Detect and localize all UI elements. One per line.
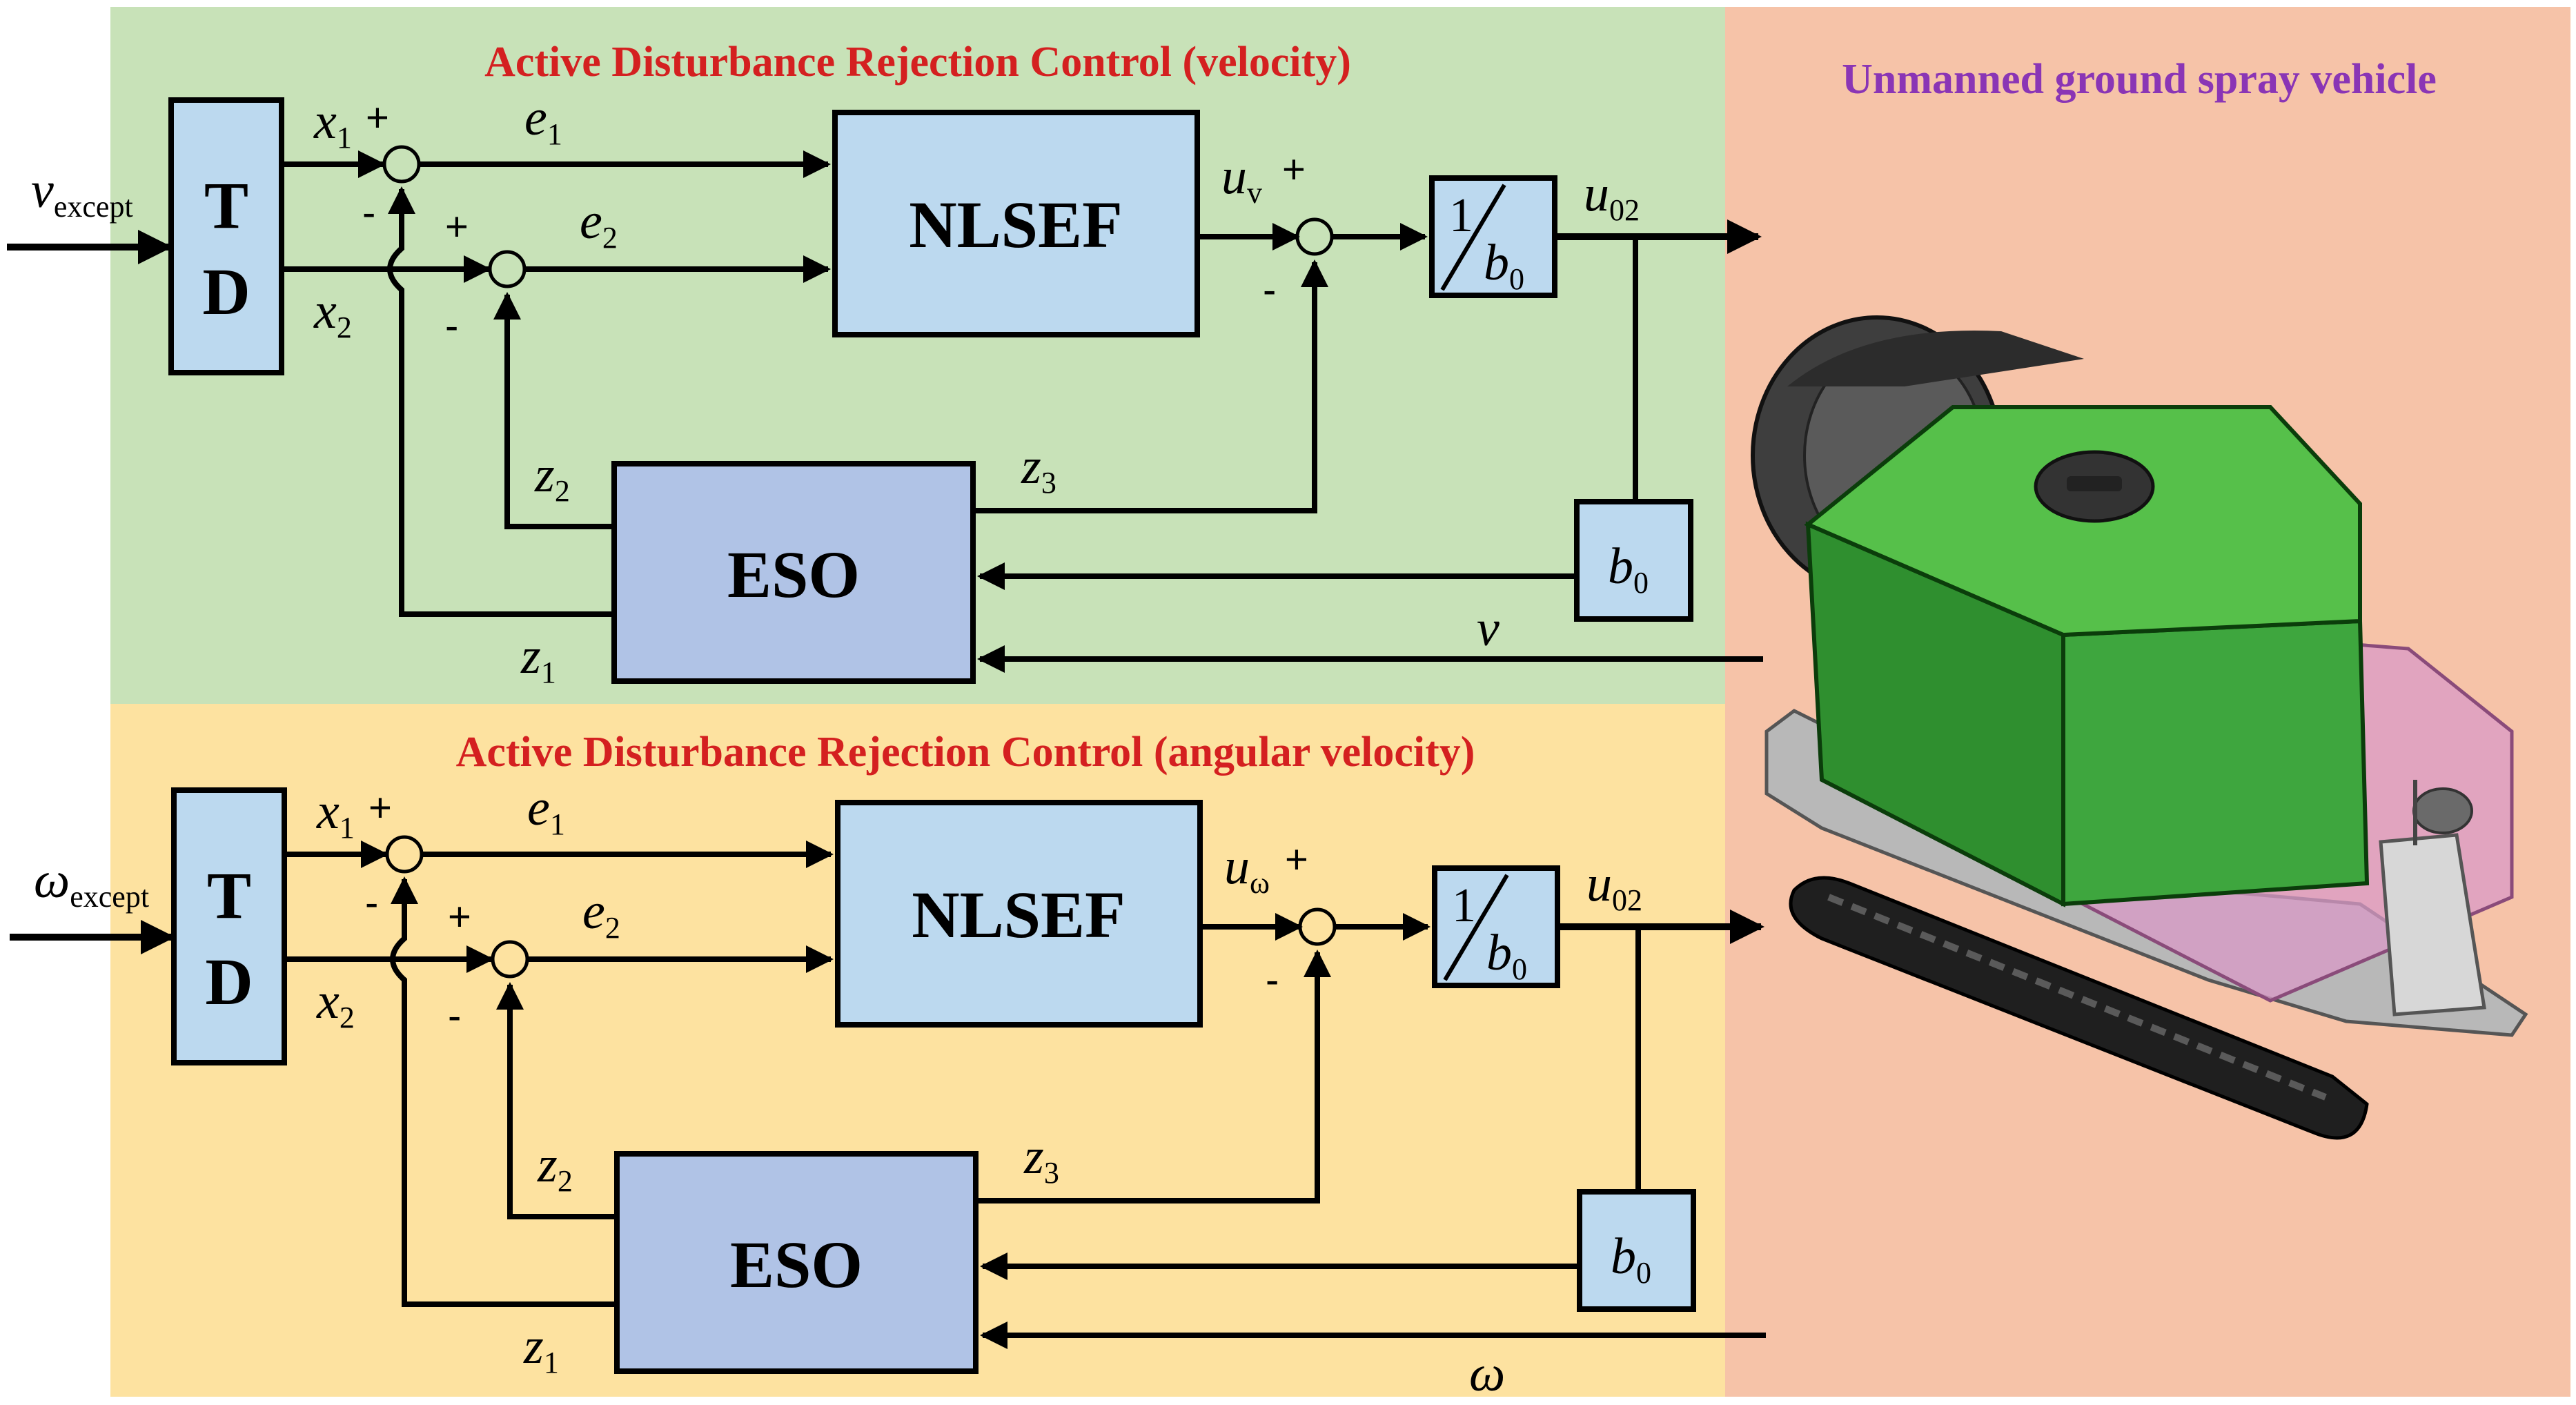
b0-label: b0 (1611, 1228, 1651, 1290)
z1-label: z1 (523, 1318, 559, 1379)
vehicle-title: Unmanned ground spray vehicle (1842, 56, 2437, 103)
z3-path (973, 259, 1328, 513)
angular-velocity-adrc-loop: Active Disturbance Rejection Control (an… (10, 729, 1766, 1402)
td-label-top: T (204, 168, 248, 242)
gain-numerator: 1 (1452, 879, 1476, 932)
e1-label: e1 (527, 780, 565, 841)
e1-label: e1 (524, 90, 562, 151)
eso-label: ESO (730, 1228, 863, 1301)
z3-label: z3 (1021, 438, 1056, 500)
nlsef-block (832, 110, 1200, 337)
vehicle-tank-front (2061, 618, 2370, 907)
z2-label: z2 (537, 1137, 573, 1198)
x1-label: x1 (313, 93, 352, 155)
velocity-adrc-loop: Active Disturbance Rejection Control (ve… (7, 39, 1763, 689)
x2-label: x2 (313, 283, 352, 344)
nlsef-block (835, 800, 1203, 1028)
z1-path (387, 186, 614, 617)
x1-plus-sign: + (368, 785, 392, 830)
z1-path (390, 876, 617, 1307)
b0-block (1574, 499, 1693, 622)
eso-block (611, 461, 976, 684)
gain-denominator: b0 (1486, 925, 1527, 986)
z2-label: z2 (534, 446, 570, 508)
vehicle-sensor-head (2412, 787, 2473, 834)
sum1-minus-sign: - (362, 190, 375, 235)
z1-label: z1 (520, 628, 556, 689)
x2-label: x2 (316, 973, 355, 1034)
z3-label: z3 (1023, 1128, 1059, 1190)
nlsef-label: NLSEF (909, 188, 1122, 262)
sum2-minus-sign: - (448, 994, 461, 1039)
td-label-bottom: D (205, 945, 253, 1019)
vehicle-tank-cap-handle (2067, 476, 2122, 491)
z2-path (493, 292, 614, 529)
gain-slash (1440, 184, 1506, 291)
b0-label: b0 (1608, 538, 1649, 600)
b0-block (1577, 1189, 1696, 1312)
gain-numerator: 1 (1449, 189, 1473, 242)
x2-plus-sign: + (445, 204, 469, 249)
sum3-minus-sign: - (1263, 268, 1276, 313)
u-label: uv (1221, 148, 1262, 210)
td-block (171, 787, 287, 1065)
v-feedback-label: v (1477, 600, 1500, 657)
gain-denominator: b0 (1484, 235, 1524, 296)
eso-label: ESO (727, 538, 860, 611)
vehicle-track (1789, 876, 2369, 1140)
u-label: uω (1224, 838, 1270, 900)
loop-title: Active Disturbance Rejection Control (ve… (484, 39, 1351, 86)
e2-label: e2 (580, 193, 618, 255)
gain-slash (1443, 874, 1509, 981)
e2-label: e2 (582, 883, 620, 945)
sum3-plus-sign: + (1282, 147, 1306, 192)
z3-path (976, 950, 1331, 1203)
loop-title: Active Disturbance Rejection Control (an… (456, 729, 1475, 776)
input-label: ωexcept (34, 852, 149, 914)
eso-block (614, 1151, 979, 1374)
vehicle-drum-cover (1787, 331, 2084, 386)
td-label-top: T (207, 858, 251, 932)
z2-path (496, 982, 617, 1219)
vehicle-track-inner (1827, 894, 2327, 1101)
td-label-bottom: D (202, 255, 250, 328)
sum3-minus-sign: - (1266, 958, 1279, 1003)
u02-label: u02 (1584, 166, 1640, 227)
input-label: vexcept (31, 162, 133, 224)
x2-plus-sign: + (448, 894, 471, 939)
vehicle-sensor-tower (2379, 833, 2486, 1016)
sum1-minus-sign: - (365, 881, 378, 925)
td-block (168, 97, 284, 375)
x1-label: x1 (316, 783, 355, 845)
sum2-minus-sign: - (445, 304, 458, 348)
u02-label: u02 (1586, 856, 1642, 917)
spray-vehicle-illustration (1751, 315, 2528, 1140)
sum3-plus-sign: + (1285, 837, 1308, 882)
nlsef-label: NLSEF (912, 878, 1125, 952)
x1-plus-sign: + (366, 95, 389, 140)
omega-feedback-label: ω (1469, 1346, 1505, 1402)
